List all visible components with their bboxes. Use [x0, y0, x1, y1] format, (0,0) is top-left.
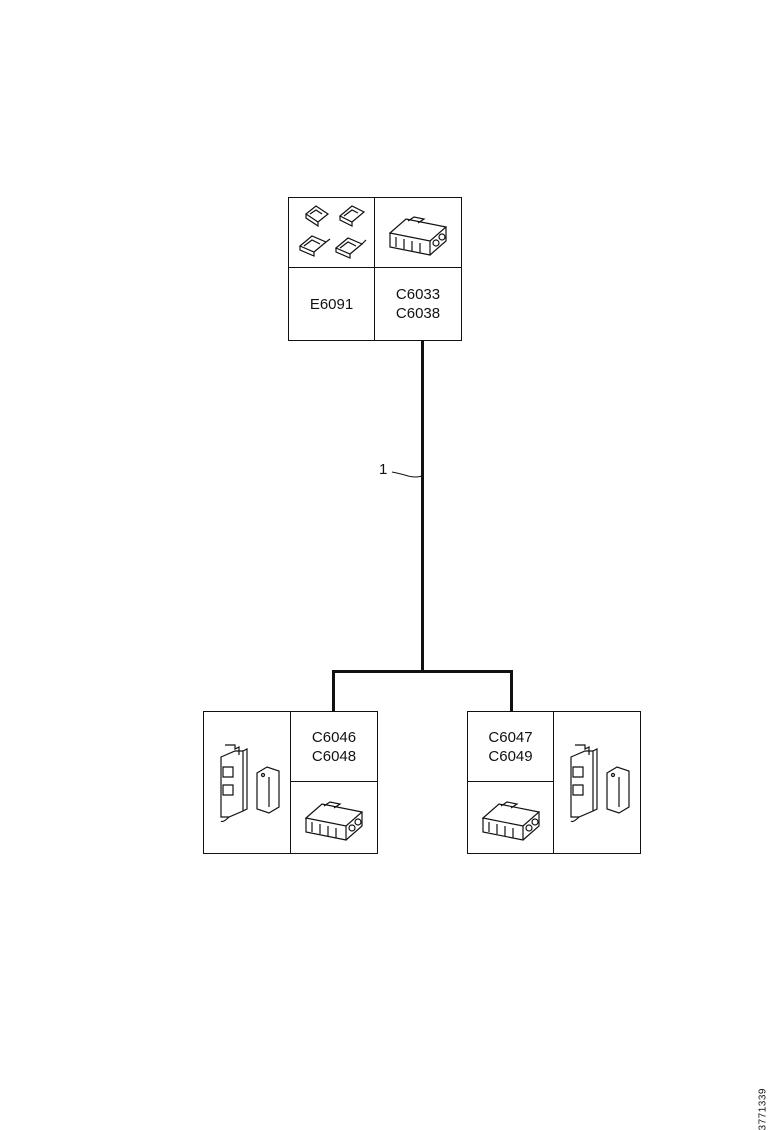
wire-branch-left: [332, 670, 335, 711]
figure-id: 3771339: [757, 1088, 768, 1130]
bracket-cell-left: [204, 712, 291, 853]
terminals-cell: [289, 198, 375, 268]
terminals-icon: [298, 204, 366, 259]
housing-cell: [375, 198, 461, 268]
bottom-left-connector-block: C6046 C6048: [203, 711, 378, 854]
housing-cell-left: [291, 782, 377, 853]
part-codes-c6047-c6049: C6047 C6049: [468, 712, 554, 782]
wire-branch-right: [510, 670, 513, 711]
part-codes-c6033-c6038: C6033 C6038: [395, 286, 441, 322]
component-bracket-icon: [570, 743, 630, 822]
wire-trunk: [421, 341, 424, 670]
part-code-e6091: E6091: [289, 268, 375, 340]
wire-label: 1: [379, 461, 388, 478]
wire-label-leader: [391, 471, 423, 478]
top-connector-block: E6091 C6033 C6038: [288, 197, 462, 341]
bottom-right-connector-block: C6047 C6049: [467, 711, 641, 854]
bracket-cell-right: [554, 712, 640, 853]
component-bracket-icon: [220, 743, 280, 822]
housing-cell-right: [468, 782, 554, 853]
connector-housing-icon: [388, 215, 448, 256]
connector-housing-icon: [481, 800, 540, 841]
part-codes-c6046-c6048: C6046 C6048: [291, 712, 377, 782]
wire-junction: [332, 670, 513, 673]
connector-housing-icon: [304, 800, 364, 841]
